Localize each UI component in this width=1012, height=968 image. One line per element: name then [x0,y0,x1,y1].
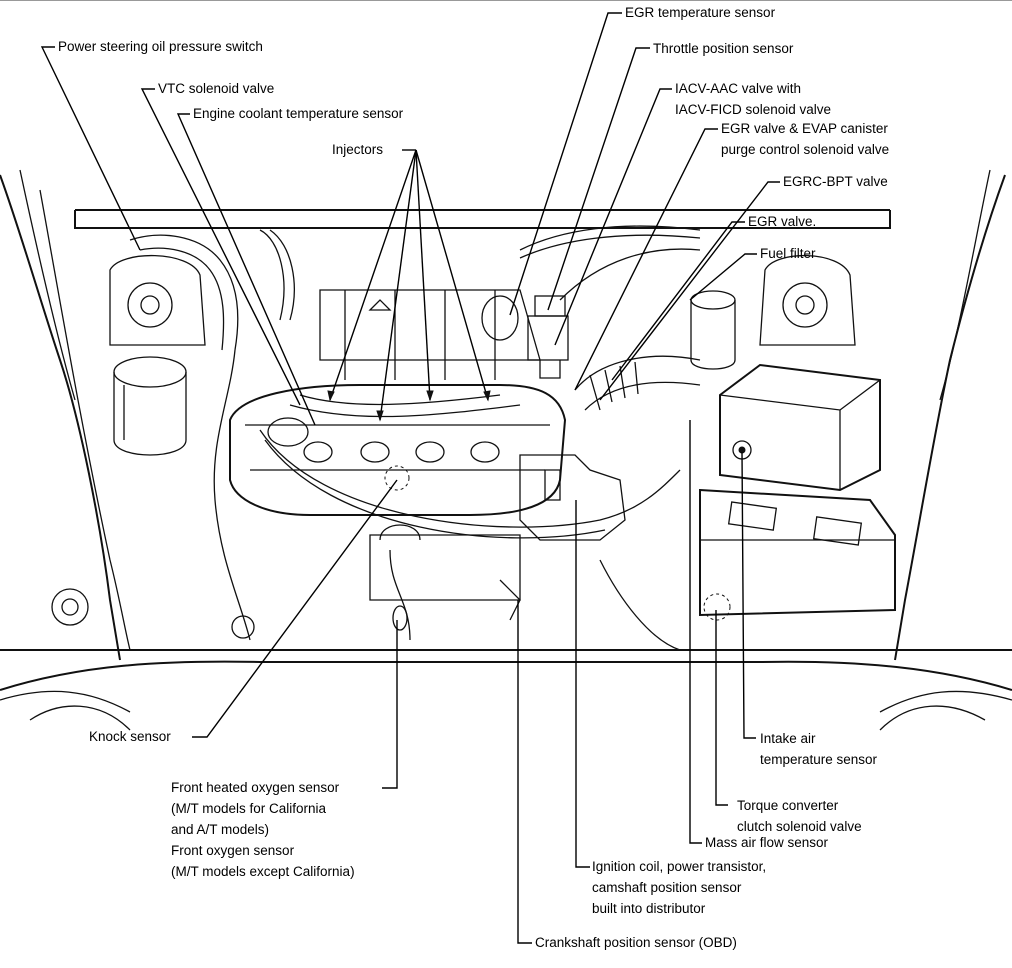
exhaust-manifold [369,524,521,641]
label-injectors: Injectors [332,142,384,157]
label-vtc-solenoid-valve: VTC solenoid valve [158,81,275,96]
label-egrc-bpt-valve: EGRC-BPT valve [783,174,888,189]
strut-towers [109,254,856,346]
label-oxygen-sensor: Front heated oxygen sensor (M/T models f… [171,780,355,879]
battery [699,488,896,621]
vehicle-body [0,169,1012,731]
label-mass-air-flow-sensor: Mass air flow sensor [705,835,829,850]
label-power-steering-switch: Power steering oil pressure switch [58,39,263,54]
label-intake-air-temp-sensor: Intake air temperature sensor [760,731,878,767]
air-cleaner [719,363,881,492]
label-fuel-filter: Fuel filter [760,246,816,261]
ps-reservoir [113,356,187,456]
label-egr-evap-valve: EGR valve & EVAP canister purge control … [721,121,890,157]
leader-lines [40,12,780,944]
label-crankshaft-position-sensor: Crankshaft position sensor (OBD) [535,935,737,950]
hoses-harness [39,189,701,651]
label-ignition-coil: Ignition coil, power transistor, camshaf… [592,859,767,916]
label-torque-converter-valve: Torque converter clutch solenoid valve [737,798,862,834]
label-coolant-temp-sensor: Engine coolant temperature sensor [193,106,404,121]
air-intake-duct [574,355,701,411]
throttle-body [527,295,569,379]
label-egr-temp-sensor: EGR temperature sensor [625,5,776,20]
label-throttle-position-sensor: Throttle position sensor [653,41,794,56]
top-border [0,0,1012,1]
label-iacv-valve: IACV-AAC valve with IACV-FICD solenoid v… [675,81,832,117]
engine-head [229,384,567,516]
label-egr-valve: EGR valve. [748,214,817,229]
fuel-filter-cylinder [690,290,736,370]
label-knock-sensor: Knock sensor [89,729,171,744]
